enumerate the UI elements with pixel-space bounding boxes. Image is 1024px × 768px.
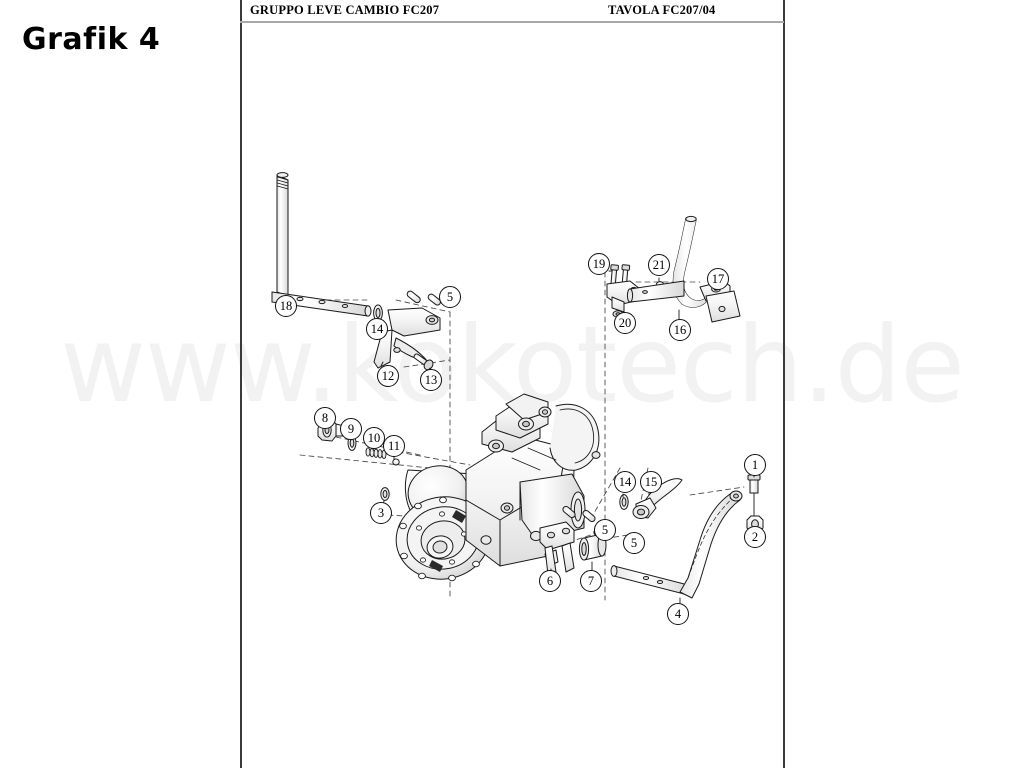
part-18-gear-shift-lever — [271, 172, 372, 317]
callout-ring — [669, 319, 691, 341]
callout-ring — [275, 295, 297, 317]
callout-ring — [420, 369, 442, 391]
callout-21[interactable]: 21 — [648, 254, 670, 276]
callout-number: 3 — [377, 505, 385, 520]
callout-number: 18 — [279, 298, 293, 313]
callout-9[interactable]: 9 — [340, 418, 362, 440]
callout-ring — [588, 253, 610, 275]
callout-10[interactable]: 10 — [363, 427, 385, 449]
callout-number: 13 — [424, 372, 438, 387]
callout-ring — [314, 407, 336, 429]
callout-14a[interactable]: 14 — [366, 318, 388, 340]
callout-number: 14 — [618, 474, 632, 489]
frame-border-left — [240, 0, 242, 768]
callout-16[interactable]: 16 — [669, 319, 691, 341]
part-3-o-ring — [380, 487, 390, 506]
callout-ring — [439, 286, 461, 308]
callout-number: 6 — [546, 573, 554, 588]
callout-ring — [580, 570, 602, 592]
callout-ring — [744, 526, 766, 548]
part-16-selector-lever — [626, 215, 710, 321]
callout-12[interactable]: 12 — [377, 365, 399, 387]
callout-number: 12 — [381, 368, 395, 383]
callout-number: 8 — [321, 410, 329, 425]
callout-ring — [366, 318, 388, 340]
callout-number: 7 — [587, 573, 595, 588]
callout-number: 1 — [751, 457, 759, 472]
callout-18[interactable]: 18 — [275, 295, 297, 317]
callout-number: 19 — [592, 256, 606, 271]
header-rule — [240, 21, 784, 23]
callout-8[interactable]: 8 — [314, 407, 336, 429]
callout-number: 2 — [751, 529, 759, 544]
frame-border-right — [783, 0, 785, 768]
callout-ring — [363, 427, 385, 449]
callout-5b[interactable]: 5 — [594, 519, 616, 541]
callout-ring — [383, 435, 405, 457]
callout-ring — [539, 570, 561, 592]
callout-19[interactable]: 19 — [588, 253, 610, 275]
callout-number: 5 — [630, 535, 638, 550]
part-12-shift-lever — [373, 307, 441, 369]
callout-20[interactable]: 20 — [614, 312, 636, 334]
callout-11[interactable]: 11 — [383, 435, 405, 457]
callout-6[interactable]: 6 — [539, 570, 561, 592]
callout-ring — [614, 312, 636, 334]
callout-ring — [707, 268, 729, 290]
callout-15[interactable]: 15 — [640, 471, 662, 493]
callout-number: 17 — [711, 271, 725, 286]
callout-number: 5 — [446, 289, 454, 304]
part-6-selector-fork — [539, 521, 575, 576]
header-table-number: TAVOLA FC207/04 — [608, 3, 716, 17]
callout-ring — [594, 519, 616, 541]
part-11-detent-ball — [392, 455, 400, 466]
callout-1[interactable]: 1 — [744, 454, 766, 476]
callout-ring — [640, 471, 662, 493]
callout-number: 14 — [370, 321, 384, 336]
callout-ring — [370, 502, 392, 524]
callout-number: 10 — [367, 430, 381, 445]
part-4-selector-rod — [610, 490, 743, 605]
callout-4[interactable]: 4 — [667, 603, 689, 625]
part-5-pins-upper — [406, 290, 442, 306]
header-group-title: GRUPPO LEVE CAMBIO FC207 — [250, 3, 440, 17]
page-title: Grafik 4 — [22, 22, 161, 57]
callout-ring — [340, 418, 362, 440]
callout-14b[interactable]: 14 — [614, 471, 636, 493]
callout-number: 5 — [601, 522, 609, 537]
callout-7[interactable]: 7 — [580, 570, 602, 592]
part-15-bell-crank — [632, 478, 683, 519]
callout-5a[interactable]: 5 — [439, 286, 461, 308]
callout-ring — [744, 454, 766, 476]
callout-3[interactable]: 3 — [370, 502, 392, 524]
callout-5c[interactable]: 5 — [623, 532, 645, 554]
callout-number: 9 — [347, 421, 355, 436]
callout-number: 15 — [644, 474, 658, 489]
callout-number: 11 — [387, 438, 401, 453]
callout-13[interactable]: 13 — [420, 369, 442, 391]
callout-number: 16 — [673, 322, 687, 337]
callout-ring — [623, 532, 645, 554]
callout-ring — [648, 254, 670, 276]
callout-number: 4 — [674, 606, 682, 621]
callout-number: 20 — [618, 315, 632, 330]
callout-17[interactable]: 17 — [707, 268, 729, 290]
part-10-spring — [365, 447, 387, 460]
callout-number: 21 — [652, 257, 666, 272]
callout-2[interactable]: 2 — [744, 526, 766, 548]
callout-ring — [667, 603, 689, 625]
part-14-bushing-lower — [619, 493, 629, 510]
callout-ring — [377, 365, 399, 387]
callout-ring — [614, 471, 636, 493]
